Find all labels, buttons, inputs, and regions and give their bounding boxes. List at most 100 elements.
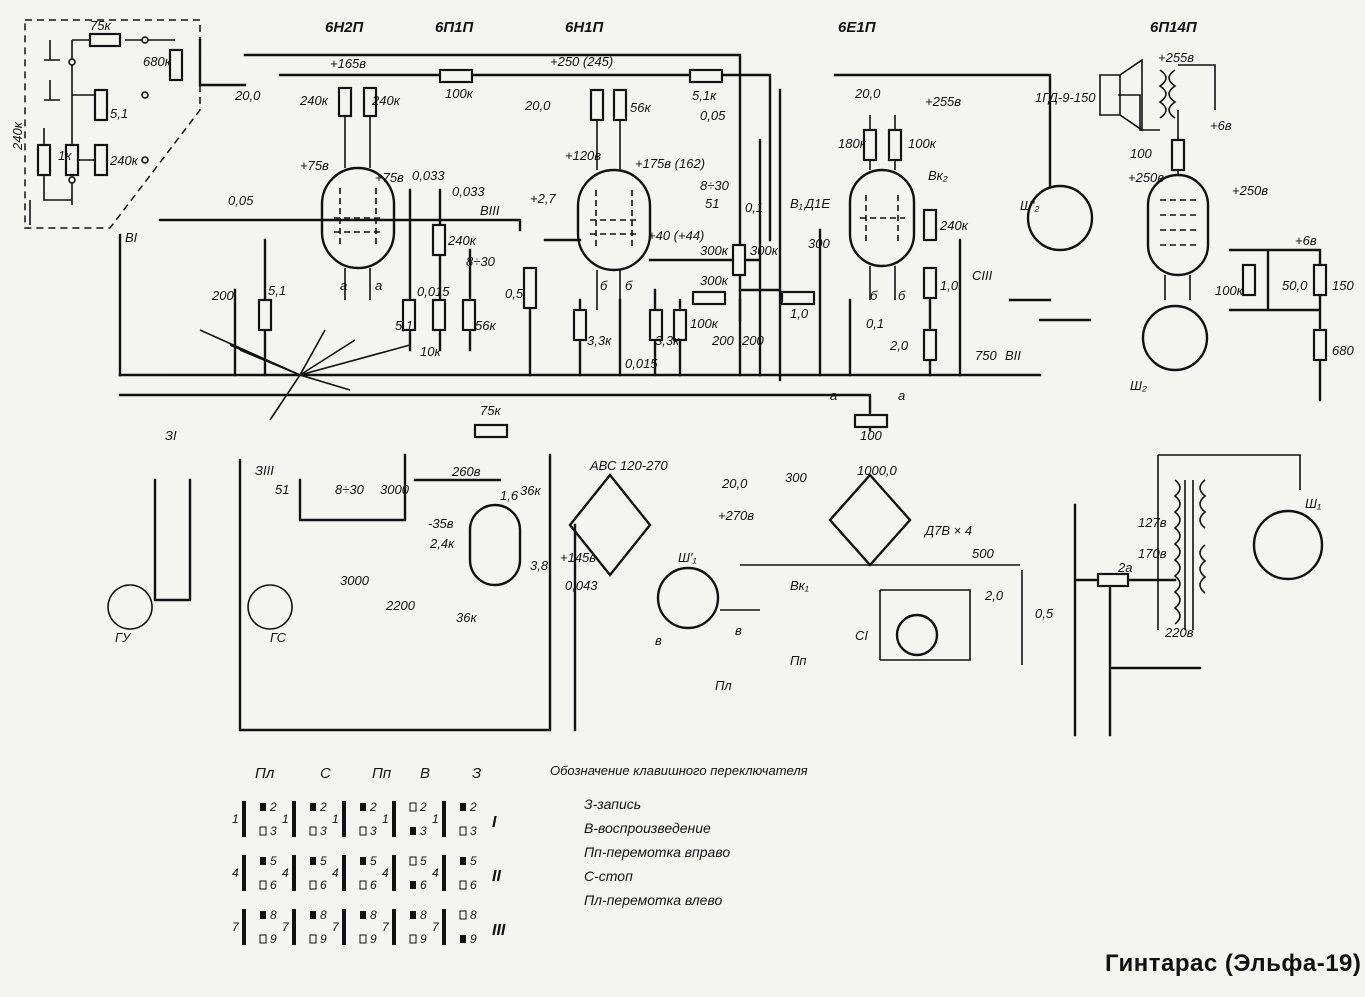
svg-text:АВС 120-270: АВС 120-270 (589, 458, 669, 473)
svg-text:+6в: +6в (1210, 118, 1232, 133)
svg-text:+270в: +270в (718, 508, 754, 523)
svg-text:СI: СI (855, 628, 868, 643)
svg-text:500: 500 (972, 546, 994, 561)
svg-text:100: 100 (1130, 146, 1152, 161)
svg-text:+2,7: +2,7 (530, 191, 556, 206)
svg-text:1ГД-9-150: 1ГД-9-150 (1035, 90, 1096, 105)
tube-label-6n1p: 6Н1П (565, 19, 605, 36)
svg-text:240к: 240к (939, 218, 969, 233)
svg-text:51: 51 (705, 196, 719, 211)
svg-text:+75в: +75в (375, 170, 404, 185)
svg-text:Д1Е: Д1Е (803, 196, 830, 211)
svg-text:7: 7 (282, 920, 290, 934)
svg-text:240к: 240к (371, 93, 401, 108)
svg-text:260в: 260в (451, 464, 481, 479)
svg-text:200: 200 (711, 333, 734, 348)
svg-text:51: 51 (275, 482, 289, 497)
svg-text:680: 680 (1332, 343, 1354, 358)
svg-text:+255в: +255в (1158, 50, 1194, 65)
svg-text:Пп: Пп (790, 653, 807, 668)
svg-text:+250 (245): +250 (245) (550, 54, 613, 69)
svg-text:1: 1 (332, 812, 339, 826)
tube-6p14p: 6П14П (1146, 19, 1210, 300)
svg-text:5,1к: 5,1к (692, 88, 717, 103)
svg-text:5,1: 5,1 (110, 106, 128, 121)
svg-text:+250в: +250в (1232, 183, 1268, 198)
svg-text:0,043: 0,043 (565, 578, 598, 593)
svg-text:б: б (625, 278, 633, 293)
svg-text:Ш₁: Ш₁ (1305, 496, 1321, 511)
svg-text:2,0: 2,0 (984, 588, 1004, 603)
sockets: Ш'₂ Ш₂ Ш₁ Ш'₁ (656, 184, 1324, 630)
svg-text:3: 3 (320, 824, 327, 838)
legend-item-stop: С-стоп (584, 868, 633, 884)
tube-6n1p: 6Н1П (565, 19, 652, 310)
svg-text:300к: 300к (700, 243, 729, 258)
svg-text:5: 5 (470, 854, 477, 868)
svg-text:+255в: +255в (925, 94, 961, 109)
tube-label-6e1p: 6Е1П (838, 19, 877, 36)
svg-text:1: 1 (282, 812, 289, 826)
svg-text:III: III (492, 922, 506, 939)
svg-text:9: 9 (420, 932, 427, 946)
svg-text:3000: 3000 (380, 482, 410, 497)
svg-text:750: 750 (975, 348, 997, 363)
svg-text:ГС: ГС (270, 630, 287, 645)
legend-item-peremotka-vlevo: Пл-перемотка влево (584, 892, 723, 908)
svg-text:7: 7 (382, 920, 390, 934)
svg-text:170в: 170в (1138, 546, 1167, 561)
svg-text:в: в (735, 623, 742, 638)
svg-text:6: 6 (320, 878, 327, 892)
svg-text:8: 8 (370, 908, 377, 922)
svg-text:а: а (830, 388, 837, 403)
svg-text:6: 6 (370, 878, 377, 892)
svg-text:300к: 300к (750, 243, 779, 258)
svg-text:100к: 100к (690, 316, 719, 331)
svg-text:220в: 220в (1164, 625, 1194, 640)
svg-text:I: I (492, 814, 497, 831)
svg-text:300: 300 (808, 236, 830, 251)
legend-item-peremotka-vpravo: Пп-перемотка вправо (584, 844, 731, 860)
svg-text:4: 4 (332, 866, 339, 880)
svg-text:1,6: 1,6 (500, 488, 519, 503)
svg-text:36к: 36к (520, 483, 541, 498)
svg-text:Ш'₂: Ш'₂ (1020, 198, 1039, 213)
svg-text:3: 3 (370, 824, 377, 838)
svg-text:б: б (600, 278, 608, 293)
col-header-v: В (420, 765, 431, 782)
svg-text:3: 3 (420, 824, 427, 838)
svg-text:9: 9 (470, 932, 477, 946)
svg-text:75к: 75к (90, 18, 111, 33)
col-header-pl: Пл (255, 765, 275, 782)
svg-text:2,4к: 2,4к (429, 536, 455, 551)
svg-text:8: 8 (470, 908, 477, 922)
svg-text:+145в: +145в (560, 550, 596, 565)
svg-text:2а: 2а (1117, 560, 1132, 575)
svg-text:240к: 240к (299, 93, 329, 108)
svg-text:7: 7 (432, 920, 440, 934)
svg-text:2: 2 (269, 800, 277, 814)
page-title: Гинтарас (Эльфа-19) (1105, 950, 1362, 977)
svg-text:4: 4 (382, 866, 389, 880)
svg-text:5: 5 (420, 854, 427, 868)
tube-label-6p1p: 6П1П (435, 19, 474, 36)
svg-text:3,3к: 3,3к (655, 333, 680, 348)
svg-text:В₁: В₁ (790, 196, 803, 211)
svg-text:б: б (870, 288, 878, 303)
svg-text:Вк₁: Вк₁ (790, 578, 809, 593)
output-stage: 1ГД-9-150 +255в 100 (1035, 50, 1216, 161)
svg-text:6: 6 (420, 878, 427, 892)
svg-text:7: 7 (332, 920, 340, 934)
svg-text:Д7В × 4: Д7В × 4 (923, 523, 972, 538)
tube-6e1p: 6Е1П (838, 19, 916, 300)
svg-text:56к: 56к (630, 100, 651, 115)
svg-text:Ш₂: Ш₂ (1130, 378, 1147, 393)
col-header-z: З (472, 765, 482, 782)
svg-text:ВII: ВII (1005, 348, 1021, 363)
svg-text:0,05: 0,05 (700, 108, 726, 123)
svg-text:5,1: 5,1 (395, 318, 413, 333)
svg-text:5,1: 5,1 (268, 283, 286, 298)
svg-text:56к: 56к (475, 318, 496, 333)
svg-text:ГУ: ГУ (115, 630, 132, 645)
